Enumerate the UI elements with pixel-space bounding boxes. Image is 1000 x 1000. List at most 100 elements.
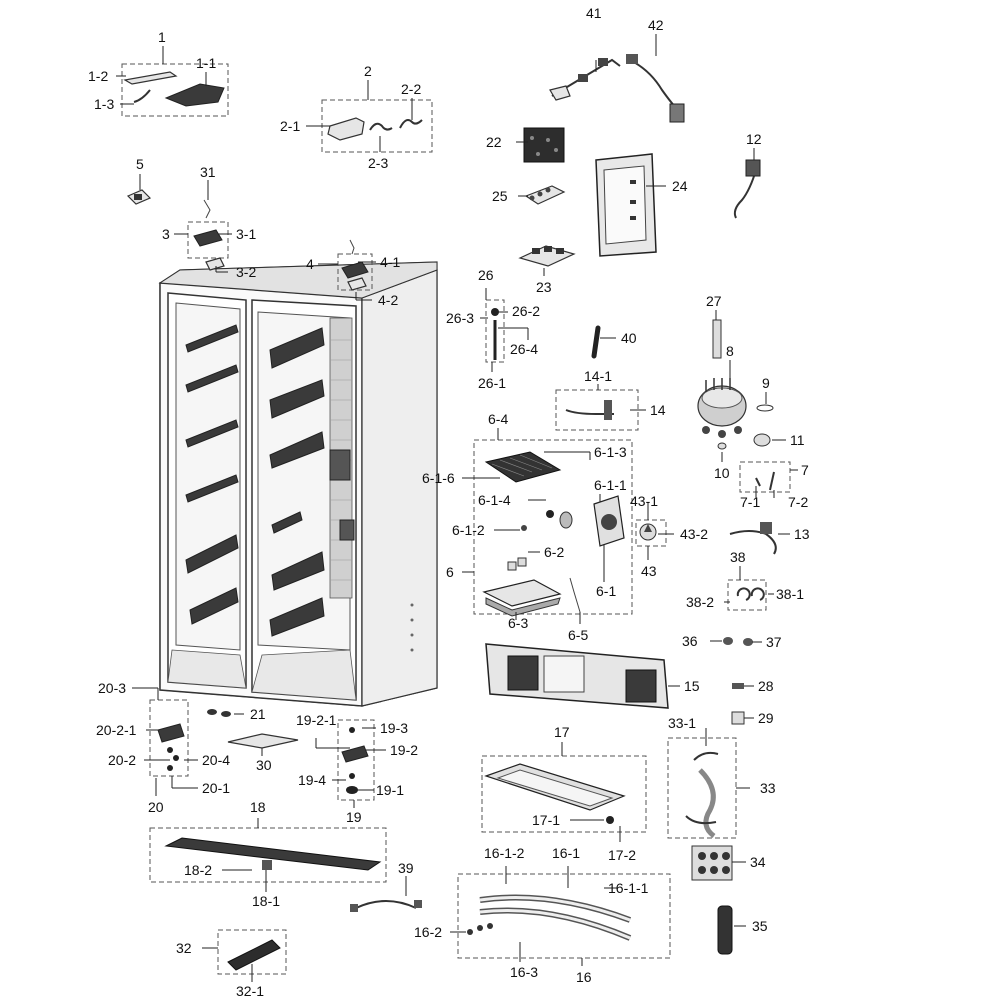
label-16-1-2: 16-1-2 (484, 845, 525, 861)
label-6: 6 (446, 564, 454, 580)
label-21: 21 (250, 706, 266, 722)
group-17-box (481, 755, 647, 833)
label-20-3: 20-3 (98, 680, 126, 696)
part-18-bar (164, 837, 382, 871)
part-33-harness (685, 751, 719, 839)
part-6-4-evaporator (484, 451, 562, 483)
label-27: 27 (706, 293, 722, 309)
label-32-1: 32-1 (236, 983, 264, 999)
small-parts-36-37-28-29 (723, 637, 753, 725)
label-19: 19 (346, 809, 362, 825)
label-8: 8 (726, 343, 734, 359)
callout-labels: 1 1-1 1-2 1-3 2 2-1 2-2 2-3 5 31 3 3-1 3… (88, 5, 810, 999)
label-16-1-1: 16-1-1 (608, 880, 649, 896)
label-2-1: 2-1 (280, 118, 300, 134)
part-24-frame (595, 153, 657, 257)
label-3-1: 3-1 (236, 226, 256, 242)
part-3-hinge-left (187, 199, 229, 271)
part-6-3-tray (482, 579, 562, 617)
label-7: 7 (801, 462, 809, 478)
part-1-hinge-cover (123, 71, 225, 107)
part-25-connector (524, 185, 566, 205)
label-6-3: 6-3 (508, 615, 528, 631)
label-23: 23 (536, 279, 552, 295)
label-20-2: 20-2 (108, 752, 136, 768)
part-17-plate (484, 763, 626, 824)
label-17: 17 (554, 724, 570, 740)
label-1-2: 1-2 (88, 68, 108, 84)
label-13: 13 (794, 526, 810, 542)
label-39: 39 (398, 860, 414, 876)
label-18: 18 (250, 799, 266, 815)
label-38: 38 (730, 549, 746, 565)
label-3: 3 (162, 226, 170, 242)
label-38-2: 38-2 (686, 594, 714, 610)
label-26-4: 26-4 (510, 341, 538, 357)
part-5-clip (126, 189, 152, 205)
label-30: 30 (256, 757, 272, 773)
part-10-pin (717, 442, 727, 450)
label-19-3: 19-3 (380, 720, 408, 736)
label-6-2: 6-2 (544, 544, 564, 560)
label-14: 14 (650, 402, 666, 418)
label-42: 42 (648, 17, 664, 33)
label-4-2: 4-2 (378, 292, 398, 308)
label-16-1: 16-1 (552, 845, 580, 861)
group-33-box (667, 737, 737, 839)
label-6-1-6: 6-1-6 (422, 470, 455, 486)
part-6-5-wire (569, 577, 581, 613)
label-40: 40 (621, 330, 637, 346)
label-7-1: 7-1 (740, 494, 760, 510)
part-40-rod (591, 325, 601, 359)
label-37: 37 (766, 634, 782, 650)
label-43: 43 (641, 563, 657, 579)
part-34-connectors (691, 845, 733, 881)
part-4-hinge-right (337, 239, 373, 291)
label-6-1-1: 6-1-1 (594, 477, 627, 493)
label-33-1: 33-1 (668, 715, 696, 731)
label-11: 11 (790, 432, 805, 448)
label-32: 32 (176, 940, 192, 956)
part-2-board (321, 99, 433, 153)
label-14-1: 14-1 (584, 368, 612, 384)
part-26-rod-assembly (485, 299, 505, 363)
label-29: 29 (758, 710, 774, 726)
label-26-1: 26-1 (478, 375, 506, 391)
part-20-hinge (157, 723, 185, 771)
label-36: 36 (682, 633, 698, 649)
part-11-cap (753, 433, 771, 447)
label-7-2: 7-2 (788, 494, 808, 510)
label-6-4: 6-4 (488, 411, 508, 427)
label-35: 35 (752, 918, 768, 934)
part-6-1-fan-assembly (521, 495, 625, 547)
label-19-2-1: 19-2-1 (296, 712, 337, 728)
label-6-1: 6-1 (596, 583, 616, 599)
label-43-1: 43-1 (630, 493, 658, 509)
label-20-1: 20-1 (202, 780, 230, 796)
label-20: 20 (148, 799, 164, 815)
group-6-box (473, 439, 633, 615)
cabinet-assembly (158, 261, 438, 707)
label-16-2: 16-2 (414, 924, 442, 940)
group-19-box (337, 719, 375, 801)
label-41: 41 (586, 5, 602, 21)
label-26-3: 26-3 (446, 310, 474, 326)
label-34: 34 (750, 854, 766, 870)
label-20-2-1: 20-2-1 (96, 722, 137, 738)
group-18-box (149, 827, 387, 883)
part-21-screws (207, 709, 231, 717)
part-22-filter (523, 127, 565, 163)
label-19-1: 19-1 (376, 782, 404, 798)
label-4-1: 4-1 (380, 254, 400, 270)
part-41-bracket (549, 58, 621, 101)
part-19-hinge (341, 727, 369, 794)
part-27-rod (712, 319, 722, 359)
label-38-1: 38-1 (776, 586, 804, 602)
part-30-bracket (227, 733, 299, 749)
label-16: 16 (576, 969, 592, 985)
label-5: 5 (136, 156, 144, 172)
part-12-power-cord (733, 159, 761, 219)
label-2-2: 2-2 (401, 81, 421, 97)
label-6-1-2: 6-1-2 (452, 522, 485, 538)
label-25: 25 (492, 188, 508, 204)
